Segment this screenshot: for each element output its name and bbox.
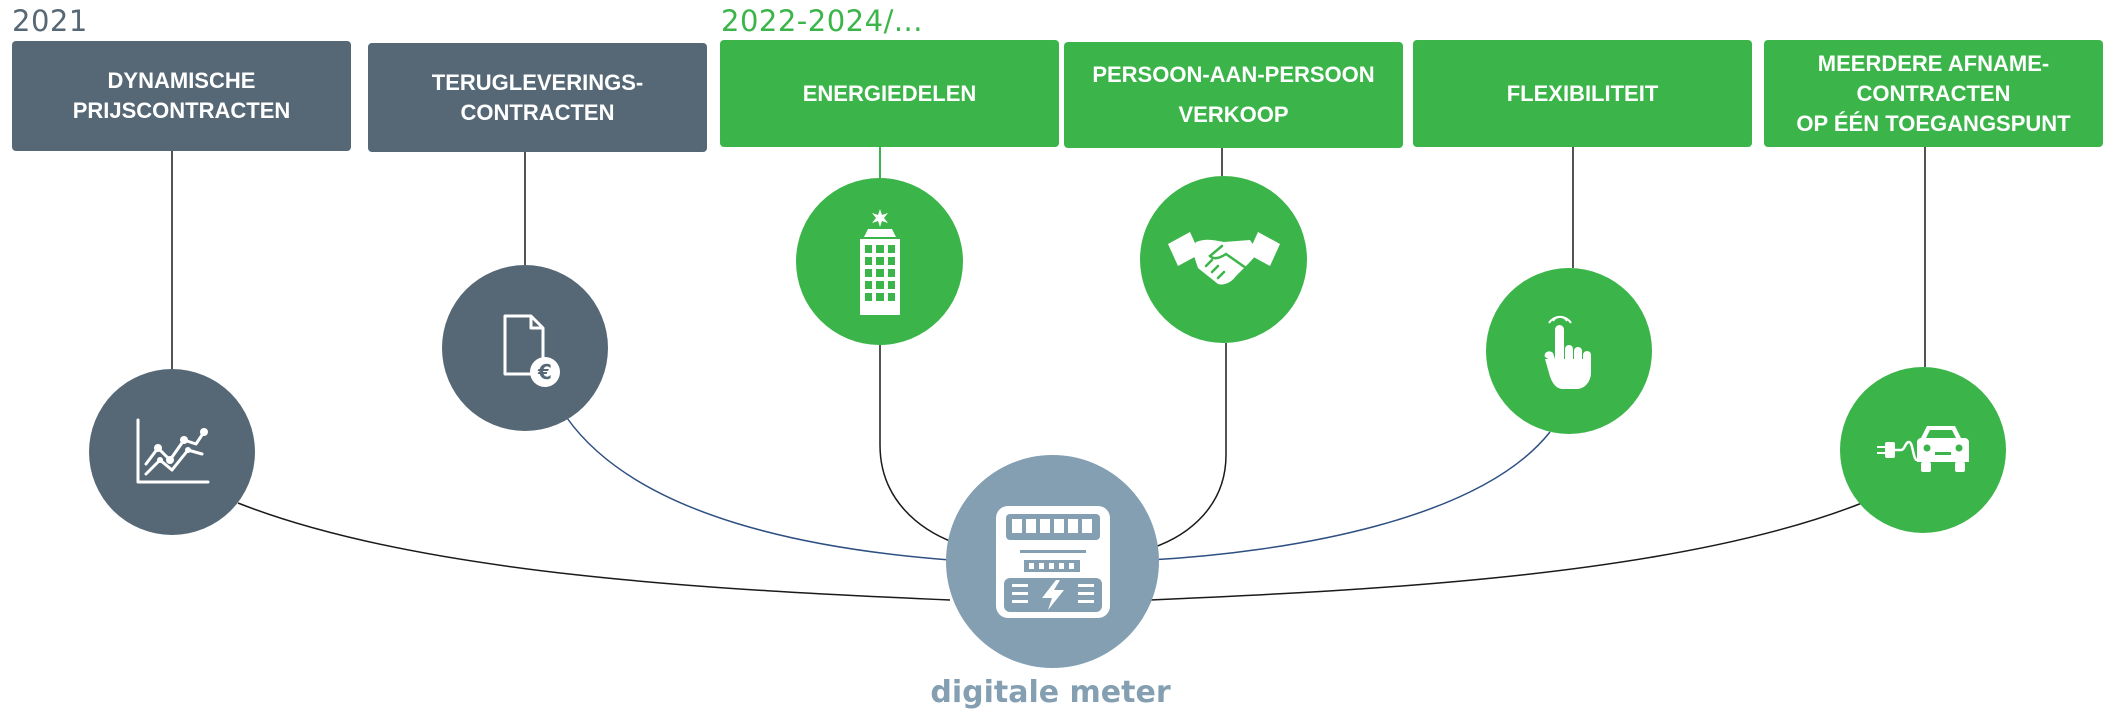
box-teruglevering-contracten: TERUGLEVERINGS- CONTRACTEN	[368, 43, 707, 152]
digital-meter-circle	[946, 455, 1159, 668]
handshake-icon	[1167, 231, 1280, 285]
curve-4	[1151, 343, 1227, 549]
node-circle-persoon-aan-persoon	[1140, 176, 1307, 343]
euro-document-icon: €	[503, 314, 560, 387]
node-circle-dynamische	[89, 369, 255, 535]
node-circle-teruglevering: €	[442, 265, 608, 431]
node-circle-energiedelen	[796, 178, 963, 345]
box-flexibiliteit: FLEXIBILITEIT	[1413, 40, 1752, 147]
curve-2	[566, 417, 951, 561]
era-label-2021: 2021	[12, 4, 88, 38]
curve-6	[1149, 502, 1863, 601]
curve-3	[879, 345, 956, 544]
digital-meter-icon	[995, 505, 1110, 618]
curve-1	[237, 502, 951, 601]
building-solar-icon	[859, 208, 900, 315]
pointing-hand-icon	[1544, 315, 1591, 389]
box-persoon-aan-persoon-verkoop: PERSOON-AAN-PERSOON VERKOOP	[1064, 42, 1403, 148]
box-energiedelen: ENERGIEDELEN	[720, 40, 1059, 147]
node-circle-meerdere-afname	[1840, 367, 2006, 533]
curve-5	[1149, 431, 1551, 561]
ev-car-plug-icon	[1877, 426, 1969, 472]
node-circle-flexibiliteit	[1486, 268, 1652, 434]
line-chart-icon	[136, 418, 210, 484]
era-label-2022-2024: 2022-2024/...	[721, 4, 923, 38]
box-dynamische-prijscontracten: DYNAMISCHE PRIJSCONTRACTEN	[12, 41, 351, 151]
svg-text:€: €	[537, 360, 552, 384]
digital-meter-label: digitale meter	[930, 675, 1171, 710]
box-meerdere-afname-contracten: MEERDERE AFNAME- CONTRACTEN OP ÉÉN TOEGA…	[1764, 40, 2103, 147]
